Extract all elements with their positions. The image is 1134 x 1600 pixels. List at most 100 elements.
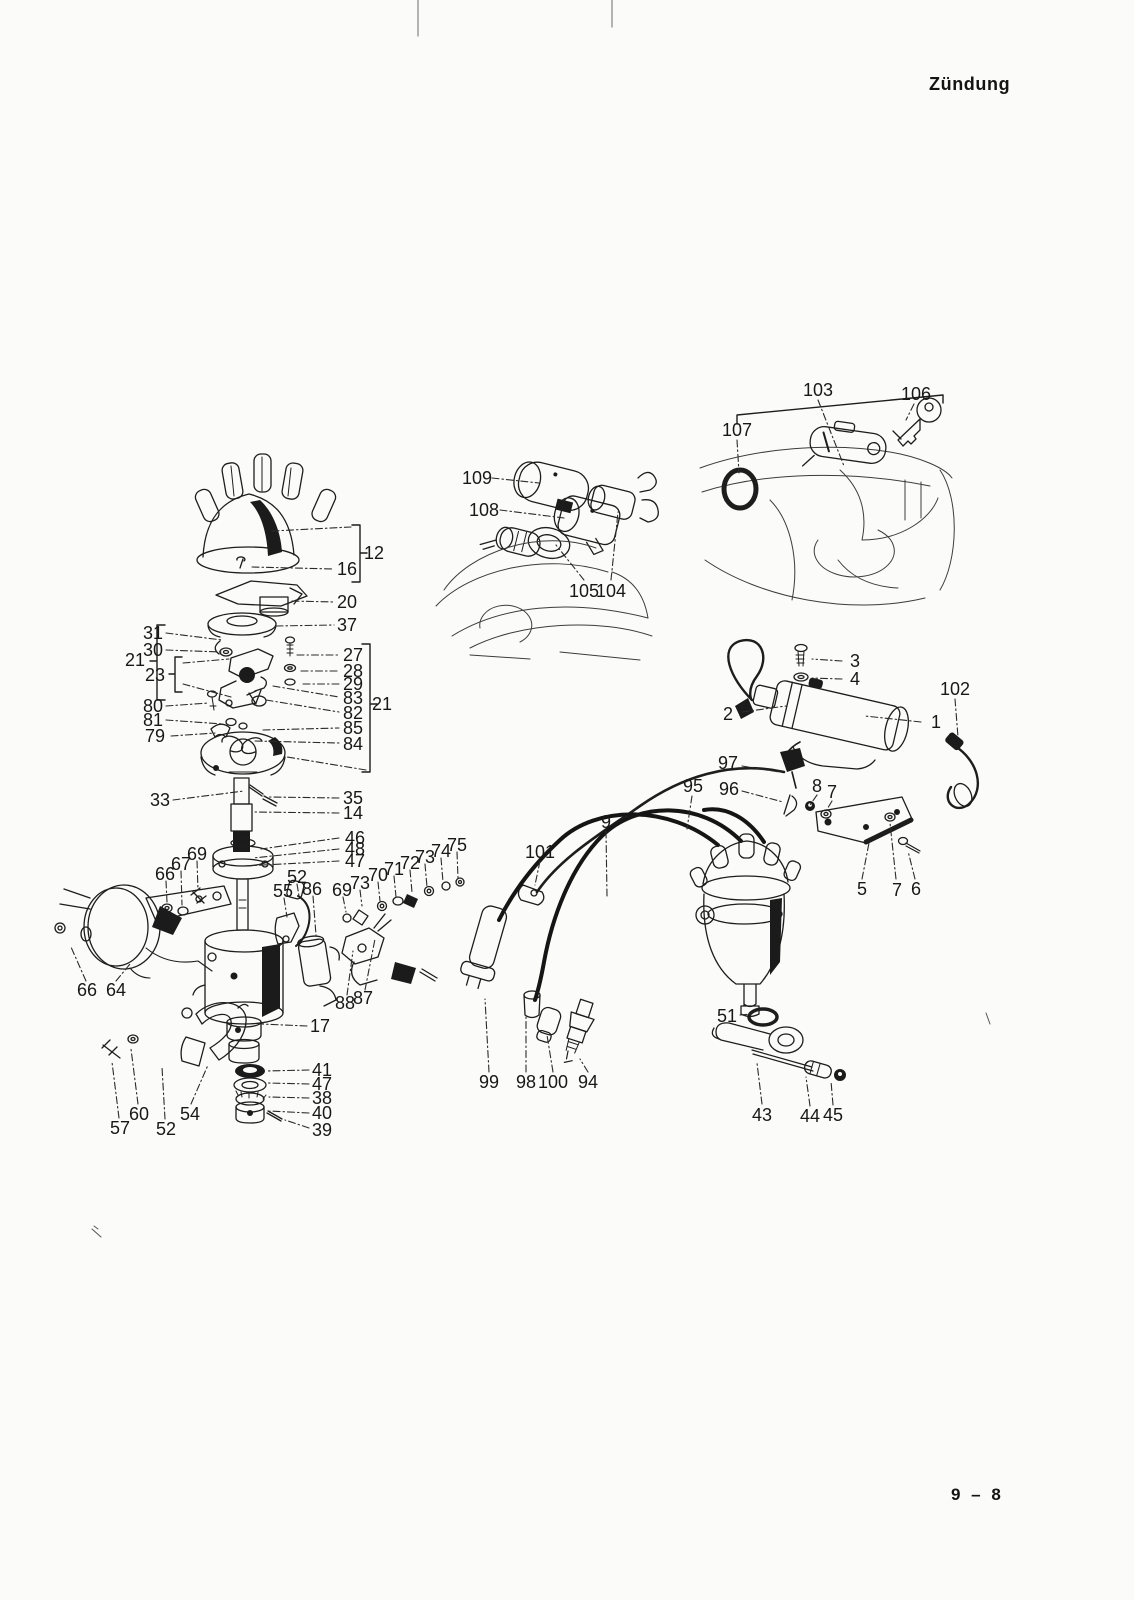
callout-44: 44: [799, 1106, 821, 1126]
callout-64: 64: [105, 980, 127, 1000]
callout-8: 8: [811, 776, 823, 796]
part-cable-clip-101: [517, 884, 545, 906]
part-bolt-44: [803, 1060, 832, 1079]
callout-73: 73: [414, 847, 436, 867]
callout-2: 2: [722, 704, 734, 724]
page-header-title: Zündung: [929, 74, 1011, 94]
print-marks: [417, 0, 613, 37]
callout-20: 20: [336, 592, 358, 612]
callout-28: 28: [342, 661, 364, 681]
part-lock-hole-107: [721, 467, 759, 511]
part-plug-lead-99: [460, 905, 508, 990]
callout-1: 1: [930, 712, 942, 732]
callout-60: 60: [128, 1104, 150, 1124]
callout-66: 66: [76, 980, 98, 1000]
callout-103: 103: [802, 380, 834, 400]
callout-107: 107: [721, 420, 753, 440]
callout-7: 7: [826, 782, 838, 802]
part-plug-connector-98: [523, 990, 541, 1019]
callout-45: 45: [822, 1105, 844, 1125]
sketch-dashboard-left: [435, 540, 653, 661]
callout-37: 37: [336, 615, 358, 635]
part-distributor-cap: [194, 453, 337, 574]
part-small-fasteners: [161, 877, 465, 926]
callout-27: 27: [342, 645, 364, 665]
callout-69: 69: [186, 844, 208, 864]
part-spark-plug-94: [563, 998, 595, 1063]
callout-86: 86: [301, 879, 323, 899]
part-cable-end-97: [780, 741, 805, 789]
part-lock-housing-108: [527, 495, 621, 560]
callout-21: 21: [371, 694, 393, 714]
part-plug-boot-100: [536, 1006, 562, 1043]
part-rotor: [215, 556, 308, 617]
part-lock-core-104: [587, 471, 659, 523]
callout-43: 43: [751, 1105, 773, 1125]
part-nut-45: [834, 1069, 846, 1081]
callout-70: 70: [367, 865, 389, 885]
part-advance-hardware: [206, 690, 248, 738]
callout-46: 46: [344, 828, 366, 848]
part-cable-95: [535, 766, 786, 894]
part-key-106: [892, 397, 942, 447]
callout-85: 85: [342, 718, 364, 738]
callout-51: 51: [716, 1006, 738, 1026]
callout-106: 106: [900, 384, 932, 404]
part-coil-cable-2: [727, 638, 765, 702]
callout-47: 47: [344, 851, 366, 871]
callout-33: 33: [149, 790, 171, 810]
callout-52: 52: [286, 867, 308, 887]
part-distributor-shaft: [212, 777, 278, 931]
callout-96: 96: [718, 779, 740, 799]
callout-79: 79: [144, 726, 166, 746]
part-seal-ring-51: [747, 1007, 779, 1027]
part-ignition-coil-1: [735, 677, 910, 770]
callout-108: 108: [468, 500, 500, 520]
callout-48: 48: [344, 839, 366, 859]
part-cable-102: [945, 732, 980, 810]
callout-29: 29: [342, 674, 364, 694]
part-nut-8: [805, 801, 815, 811]
callout-38: 38: [311, 1088, 333, 1108]
part-coil-washer-4: [793, 672, 809, 682]
callout-55: 55: [272, 881, 294, 901]
callout-73: 73: [349, 873, 371, 893]
callout-9: 9: [600, 812, 612, 832]
callout-47: 47: [311, 1074, 333, 1094]
callout-35: 35: [342, 788, 364, 808]
callout-7: 7: [891, 880, 903, 900]
callout-75: 75: [446, 835, 468, 855]
callout-66: 66: [154, 864, 176, 884]
callout-87: 87: [352, 988, 374, 1008]
callout-16: 16: [336, 559, 358, 579]
part-contact-points: [341, 913, 438, 986]
part-lock-cylinder-105: [479, 526, 541, 557]
callout-54: 54: [179, 1104, 201, 1124]
callout-brackets: [149, 394, 944, 773]
callout-109: 109: [461, 468, 493, 488]
callout-23: 23: [144, 665, 166, 685]
part-screw-6: [897, 836, 921, 854]
callout-95: 95: [682, 776, 704, 796]
callout-39: 39: [311, 1120, 333, 1140]
callout-101: 101: [524, 842, 556, 862]
callout-104: 104: [595, 581, 627, 601]
callout-leader-lines: [70, 399, 959, 1129]
callout-98: 98: [515, 1072, 537, 1092]
page-number: 9 – 8: [951, 1485, 1004, 1504]
callout-6: 6: [910, 879, 922, 899]
part-terminal-96: [783, 794, 798, 817]
part-drive-gear-stack: [233, 1064, 283, 1124]
callout-100: 100: [537, 1072, 569, 1092]
part-coil-bracket-5: [815, 796, 914, 845]
part-coil-screw-3: [794, 643, 808, 667]
callout-72: 72: [399, 853, 421, 873]
callout-82: 82: [342, 703, 364, 723]
part-clamp-43: [711, 1022, 814, 1072]
callout-30: 30: [142, 640, 164, 660]
part-dust-shield: [207, 612, 277, 638]
part-lock-sleeve-109: [513, 461, 590, 514]
callout-3: 3: [849, 651, 861, 671]
callout-80: 80: [142, 696, 164, 716]
